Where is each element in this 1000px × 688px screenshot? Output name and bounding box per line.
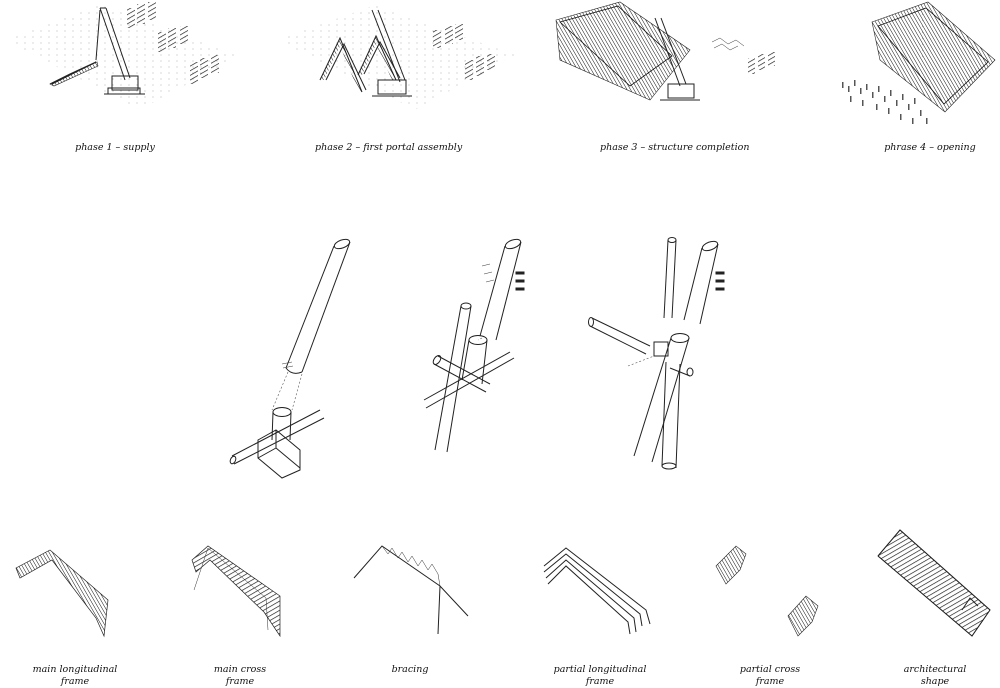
component-caption-architectural-shape: architectural shape	[880, 664, 990, 688]
component-caption-partial-cross-frame: partial cross frame	[715, 664, 825, 688]
phase-4-caption: phrase 4 – opening	[884, 142, 976, 153]
phase-1-supply-illustration	[5, 2, 240, 110]
phase-2-first-portal-illustration	[278, 5, 515, 110]
bracing-diagram	[353, 545, 469, 635]
architectural-shape-diagram	[877, 529, 991, 637]
caption-line: architectural	[903, 664, 967, 675]
joint-detail-2	[423, 238, 525, 453]
caption-line: main cross	[213, 664, 267, 675]
caption-line: frame	[755, 676, 785, 687]
crane-icon	[95, 7, 145, 95]
caption-line: partial cross	[739, 664, 801, 675]
phase-1-caption: phase 1 – supply	[75, 142, 155, 153]
caption-line: shape	[920, 676, 950, 687]
phase-3-structure-illustration	[555, 1, 775, 101]
supply-stack-1	[127, 2, 156, 28]
caption-line: bracing	[391, 664, 429, 675]
main-cross-frame-diagram	[191, 545, 281, 638]
main-longitudinal-frame-diagram	[15, 549, 109, 638]
component-caption-main-cross-frame: main cross frame	[190, 664, 290, 688]
component-caption-partial-longitudinal-frame: partial longitudinal frame	[540, 664, 660, 688]
phase-4-opening-illustration	[842, 1, 996, 124]
phase-3-caption: phase 3 – structure completion	[600, 142, 750, 153]
joint-detail-1	[229, 238, 351, 479]
supply-stack-3	[190, 55, 219, 84]
caption-line: frame	[60, 676, 90, 687]
caption-line: frame	[225, 676, 255, 687]
people-crowd	[842, 80, 928, 124]
partial-cross-frame-diagram	[715, 545, 819, 637]
partial-longitudinal-frame-diagram	[543, 547, 651, 635]
caption-line: frame	[585, 676, 615, 687]
supply-stack-2	[158, 26, 188, 52]
caption-line: partial longitudinal	[553, 664, 647, 675]
caption-line: main longitudinal	[32, 664, 118, 675]
phase-2-caption: phase 2 – first portal assembly	[315, 142, 463, 153]
component-caption-bracing: bracing	[360, 664, 460, 676]
joint-detail-3	[588, 237, 725, 470]
component-caption-main-longitudinal-frame: main longitudinal frame	[20, 664, 130, 688]
